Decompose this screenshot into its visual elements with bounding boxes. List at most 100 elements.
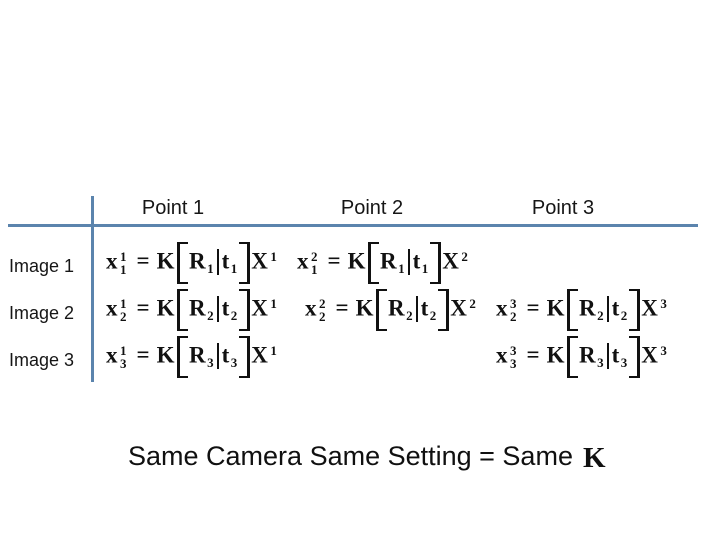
translation-symbol: t xyxy=(221,248,230,274)
image-point-symbol: x xyxy=(106,295,118,321)
world-point-superscript: 3 xyxy=(660,343,667,359)
world-point-superscript: 2 xyxy=(469,296,476,312)
intrinsics-symbol: K xyxy=(156,342,175,368)
world-point-symbol: X xyxy=(450,295,468,321)
translation-subscript: 2 xyxy=(620,307,628,323)
rotation-subscript: 2 xyxy=(597,307,604,323)
left-bracket xyxy=(376,289,387,331)
table-divider-horizontal xyxy=(8,224,698,227)
left-bracket xyxy=(177,289,188,331)
image-point-symbol: x xyxy=(297,248,309,274)
image-point-symbol: x xyxy=(106,248,118,274)
world-point-symbol: X xyxy=(442,248,460,274)
table-divider-vertical xyxy=(91,196,94,382)
translation-subscript: 3 xyxy=(230,354,238,370)
world-point-symbol: X xyxy=(641,342,659,368)
world-point-symbol: X xyxy=(251,295,269,321)
equals-sign: = xyxy=(526,342,540,368)
translation-subscript: 2 xyxy=(230,307,238,323)
intrinsics-symbol: K xyxy=(546,342,565,368)
rotation-symbol: R xyxy=(579,295,597,321)
rotation-subscript: 1 xyxy=(207,260,214,276)
right-bracket xyxy=(438,289,450,331)
world-point-superscript: 1 xyxy=(270,249,277,265)
left-bracket xyxy=(567,289,578,331)
row-label-image-1: Image 1 xyxy=(9,256,75,276)
image-point-symbol: x xyxy=(305,295,317,321)
pipe-divider xyxy=(415,296,418,322)
world-point-symbol: X xyxy=(251,342,269,368)
rotation-subscript: 2 xyxy=(406,307,413,323)
rotation-symbol: R xyxy=(189,248,207,274)
right-bracket xyxy=(239,242,251,284)
rotation-symbol: R xyxy=(380,248,398,274)
row-label-image-3: Image 3 xyxy=(9,350,75,370)
left-bracket xyxy=(177,336,188,378)
translation-subscript: 1 xyxy=(421,260,429,276)
equals-sign: = xyxy=(327,248,341,274)
intrinsics-symbol: K xyxy=(355,295,374,321)
pipe-divider xyxy=(606,343,609,369)
equals-sign: = xyxy=(335,295,349,321)
image-point-symbol: x xyxy=(496,295,508,321)
pipe-divider xyxy=(216,296,219,322)
translation-subscript: 1 xyxy=(230,260,238,276)
world-point-symbol: X xyxy=(251,248,269,274)
rotation-subscript: 2 xyxy=(207,307,214,323)
translation-subscript: 3 xyxy=(620,354,628,370)
world-point-superscript: 2 xyxy=(461,249,468,265)
translation-symbol: t xyxy=(412,248,421,274)
right-bracket xyxy=(239,336,251,378)
rotation-symbol: R xyxy=(189,295,207,321)
rotation-symbol: R xyxy=(579,342,597,368)
world-point-superscript: 1 xyxy=(270,343,277,359)
rotation-symbol: R xyxy=(189,342,207,368)
image-point-symbol: x xyxy=(106,342,118,368)
equals-sign: = xyxy=(136,342,150,368)
column-header-point-2: Point 2 xyxy=(340,197,404,219)
translation-subscript: 2 xyxy=(429,307,437,323)
rotation-subscript: 3 xyxy=(207,354,214,370)
rotation-symbol: R xyxy=(388,295,406,321)
translation-symbol: t xyxy=(611,342,620,368)
row-label-image-2: Image 2 xyxy=(9,303,75,323)
right-bracket xyxy=(430,242,442,284)
right-bracket xyxy=(629,336,641,378)
intrinsics-symbol: K xyxy=(156,248,175,274)
right-bracket xyxy=(629,289,641,331)
intrinsics-symbol: K xyxy=(156,295,175,321)
k-symbol: K xyxy=(582,442,606,474)
caption: Same Camera Same Setting = Same K xyxy=(128,441,606,474)
pipe-divider xyxy=(407,249,410,275)
rotation-subscript: 1 xyxy=(398,260,405,276)
equals-sign: = xyxy=(136,248,150,274)
equals-sign: = xyxy=(526,295,540,321)
left-bracket xyxy=(177,242,188,284)
intrinsics-symbol: K xyxy=(347,248,366,274)
translation-symbol: t xyxy=(221,342,230,368)
left-bracket xyxy=(567,336,578,378)
pipe-divider xyxy=(216,249,219,275)
caption-text: Same Camera Same Setting = Same xyxy=(128,441,573,471)
world-point-symbol: X xyxy=(641,295,659,321)
intrinsics-symbol: K xyxy=(546,295,565,321)
translation-symbol: t xyxy=(611,295,620,321)
world-point-superscript: 1 xyxy=(270,296,277,312)
rotation-subscript: 3 xyxy=(597,354,604,370)
equals-sign: = xyxy=(136,295,150,321)
column-header-point-3: Point 3 xyxy=(531,197,595,219)
world-point-superscript: 3 xyxy=(660,296,667,312)
